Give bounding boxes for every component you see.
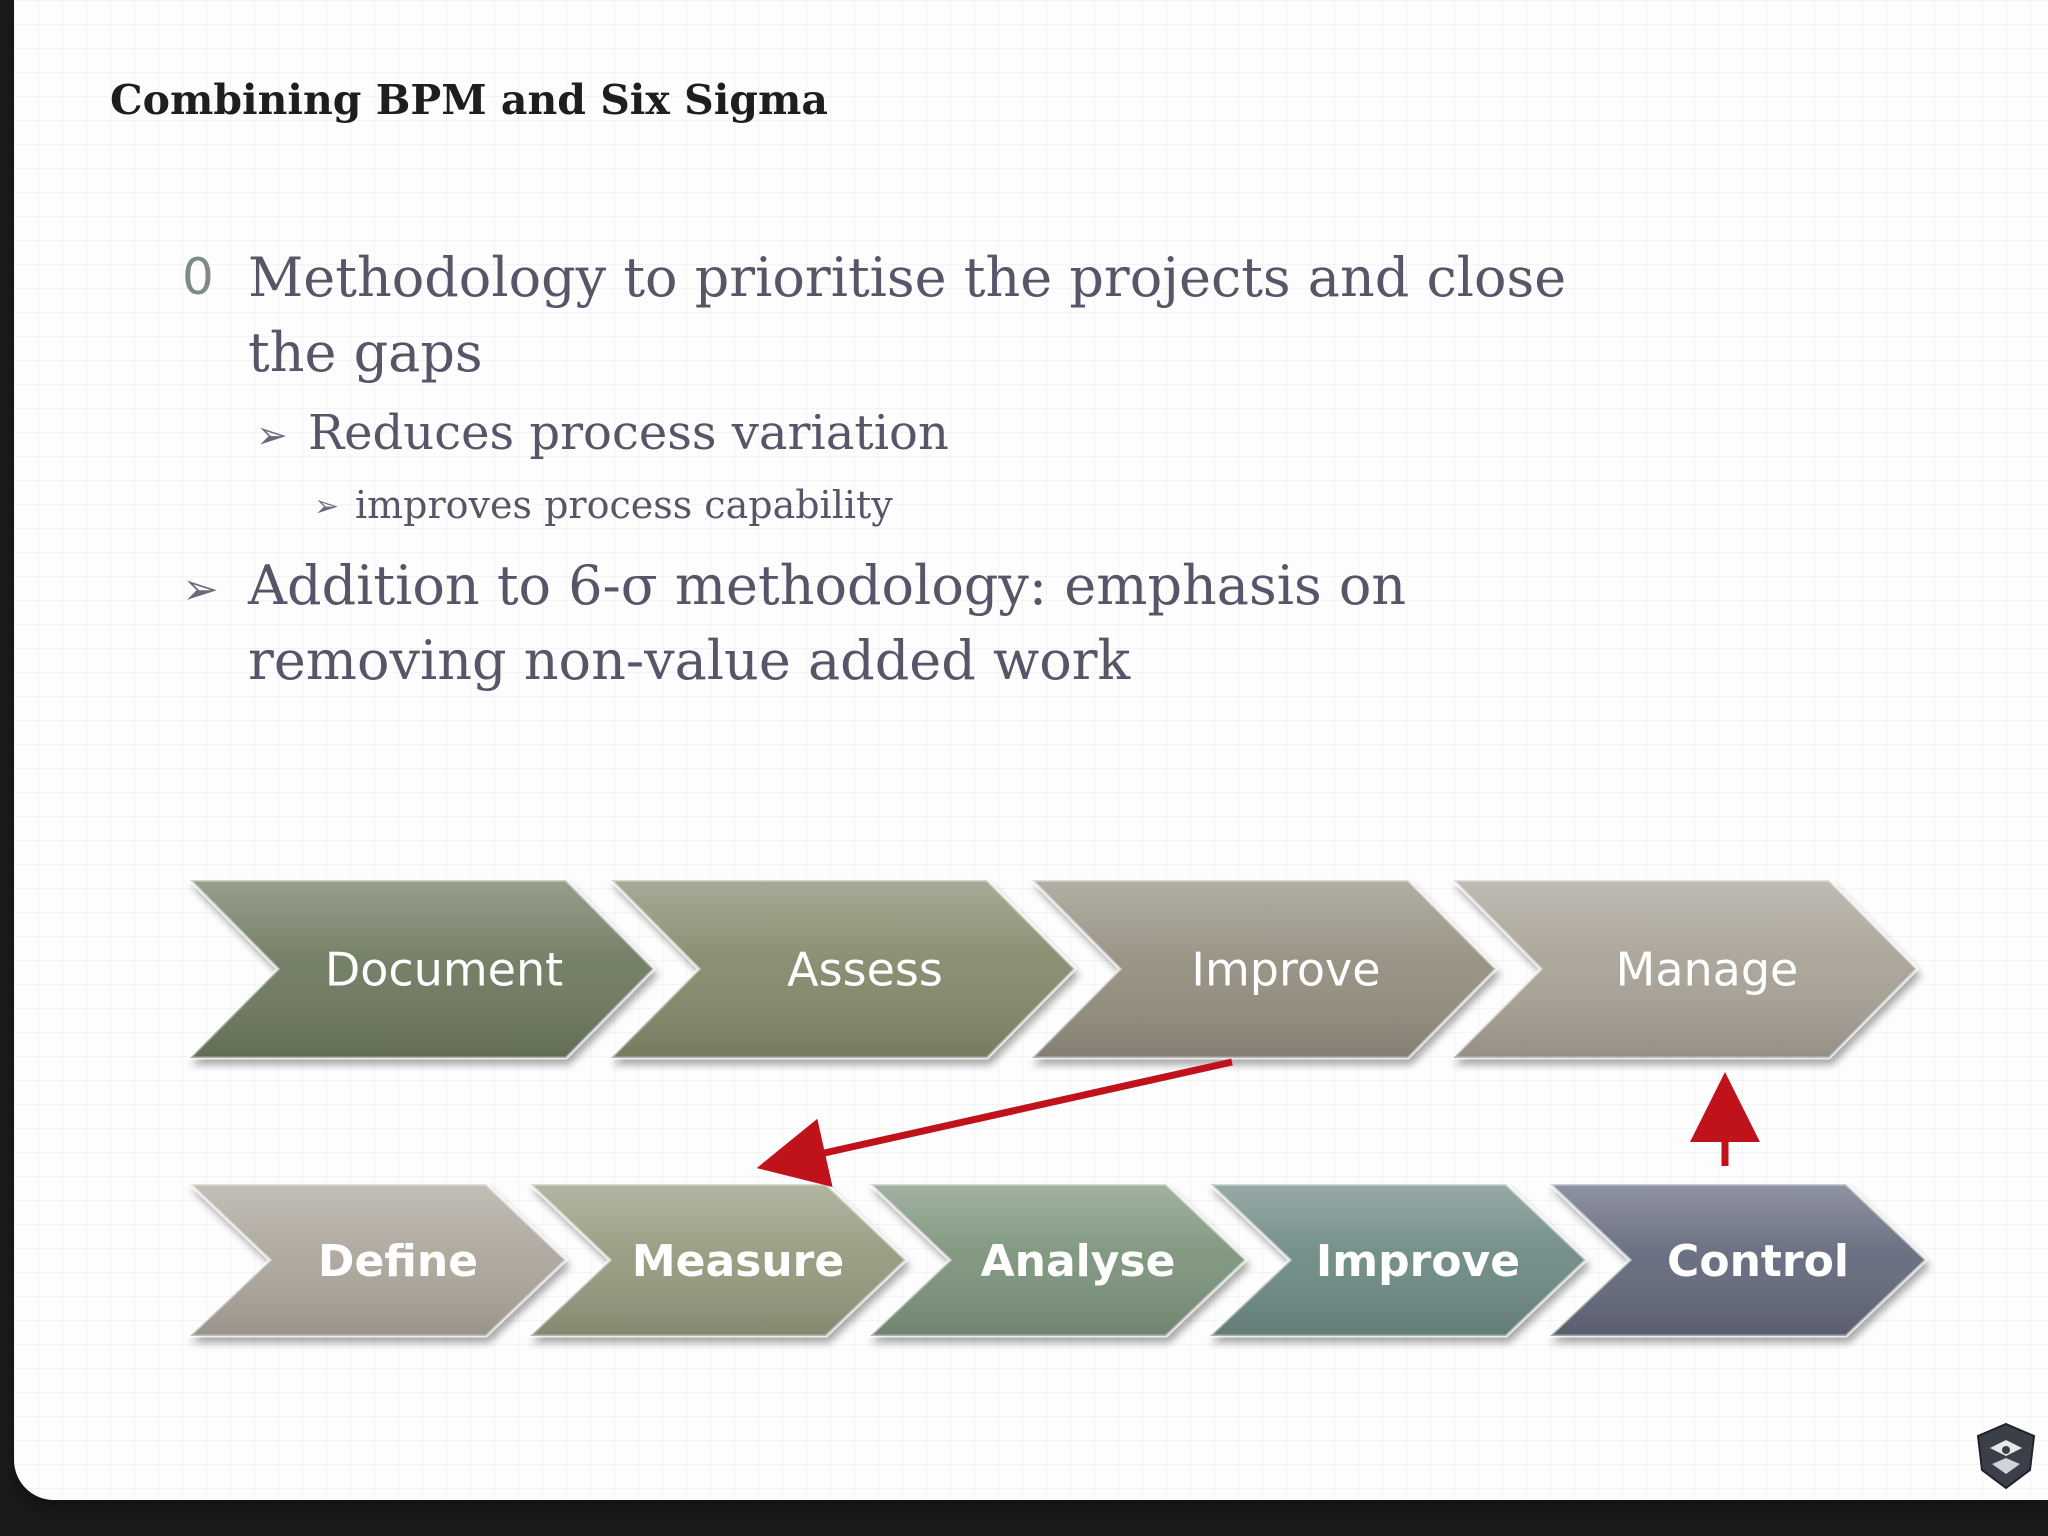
sigma-chevron-analyse: Analyse [866, 1182, 1249, 1338]
bpm-chevron-assess: Assess [607, 878, 1078, 1060]
bullet-methodology: 0 Methodology to prioritise the projects… [182, 240, 1582, 390]
sub-sub-bullet-capability: ➢ improves process capability [314, 480, 1414, 530]
bullet-text: Methodology to prioritise the projects a… [248, 246, 1567, 384]
bpm-process-row: Document Assess Improve Manage [186, 878, 1920, 1060]
bpm-step-label: Assess [787, 943, 943, 997]
bullet-text: Reduces process variation [308, 405, 949, 461]
bullet-marker: 0 [182, 248, 214, 306]
sigma-step-label: Define [318, 1236, 478, 1287]
arrow-bullet-icon: ➢ [314, 489, 340, 524]
bpm-step-label: Manage [1616, 943, 1799, 997]
bullet-addition: ➢ Addition to 6-σ methodology: emphasis … [182, 548, 1582, 698]
improve-to-measure-arrow [756, 1058, 1233, 1188]
bpm-chevron-document: Document [186, 878, 657, 1060]
six-sigma-dmaic-row: Define Measure Analyse Improve Control [186, 1182, 1929, 1338]
sigma-step-label: Measure [632, 1236, 844, 1287]
bpm-step-label: Improve [1191, 943, 1380, 997]
sigma-step-label: Control [1667, 1236, 1849, 1287]
sigma-chevron-define: Define [186, 1182, 569, 1338]
sigma-chevron-measure: Measure [526, 1182, 909, 1338]
bpm-step-label: Document [325, 943, 563, 997]
sub-bullet-variation: ➢ Reduces process variation [256, 402, 1456, 464]
slide: Combining BPM and Six Sigma 0 Methodolog… [14, 0, 2048, 1500]
bpm-chevron-improve: Improve [1028, 878, 1499, 1060]
sigma-chevron-control: Control [1546, 1182, 1929, 1338]
arrow-bullet-icon: ➢ [182, 564, 219, 615]
bpm-chevron-manage: Manage [1449, 878, 1920, 1060]
sigma-step-label: Analyse [981, 1236, 1176, 1287]
bullet-text: improves process capability [355, 483, 893, 527]
arrow-bullet-icon: ➢ [256, 413, 288, 457]
slide-title: Combining BPM and Six Sigma [110, 76, 828, 124]
university-shield-icon [1970, 1420, 2042, 1492]
bullet-text: Addition to 6-σ methodology: emphasis on… [248, 554, 1407, 692]
sigma-chevron-improve: Improve [1206, 1182, 1589, 1338]
sigma-step-label: Improve [1316, 1236, 1520, 1287]
